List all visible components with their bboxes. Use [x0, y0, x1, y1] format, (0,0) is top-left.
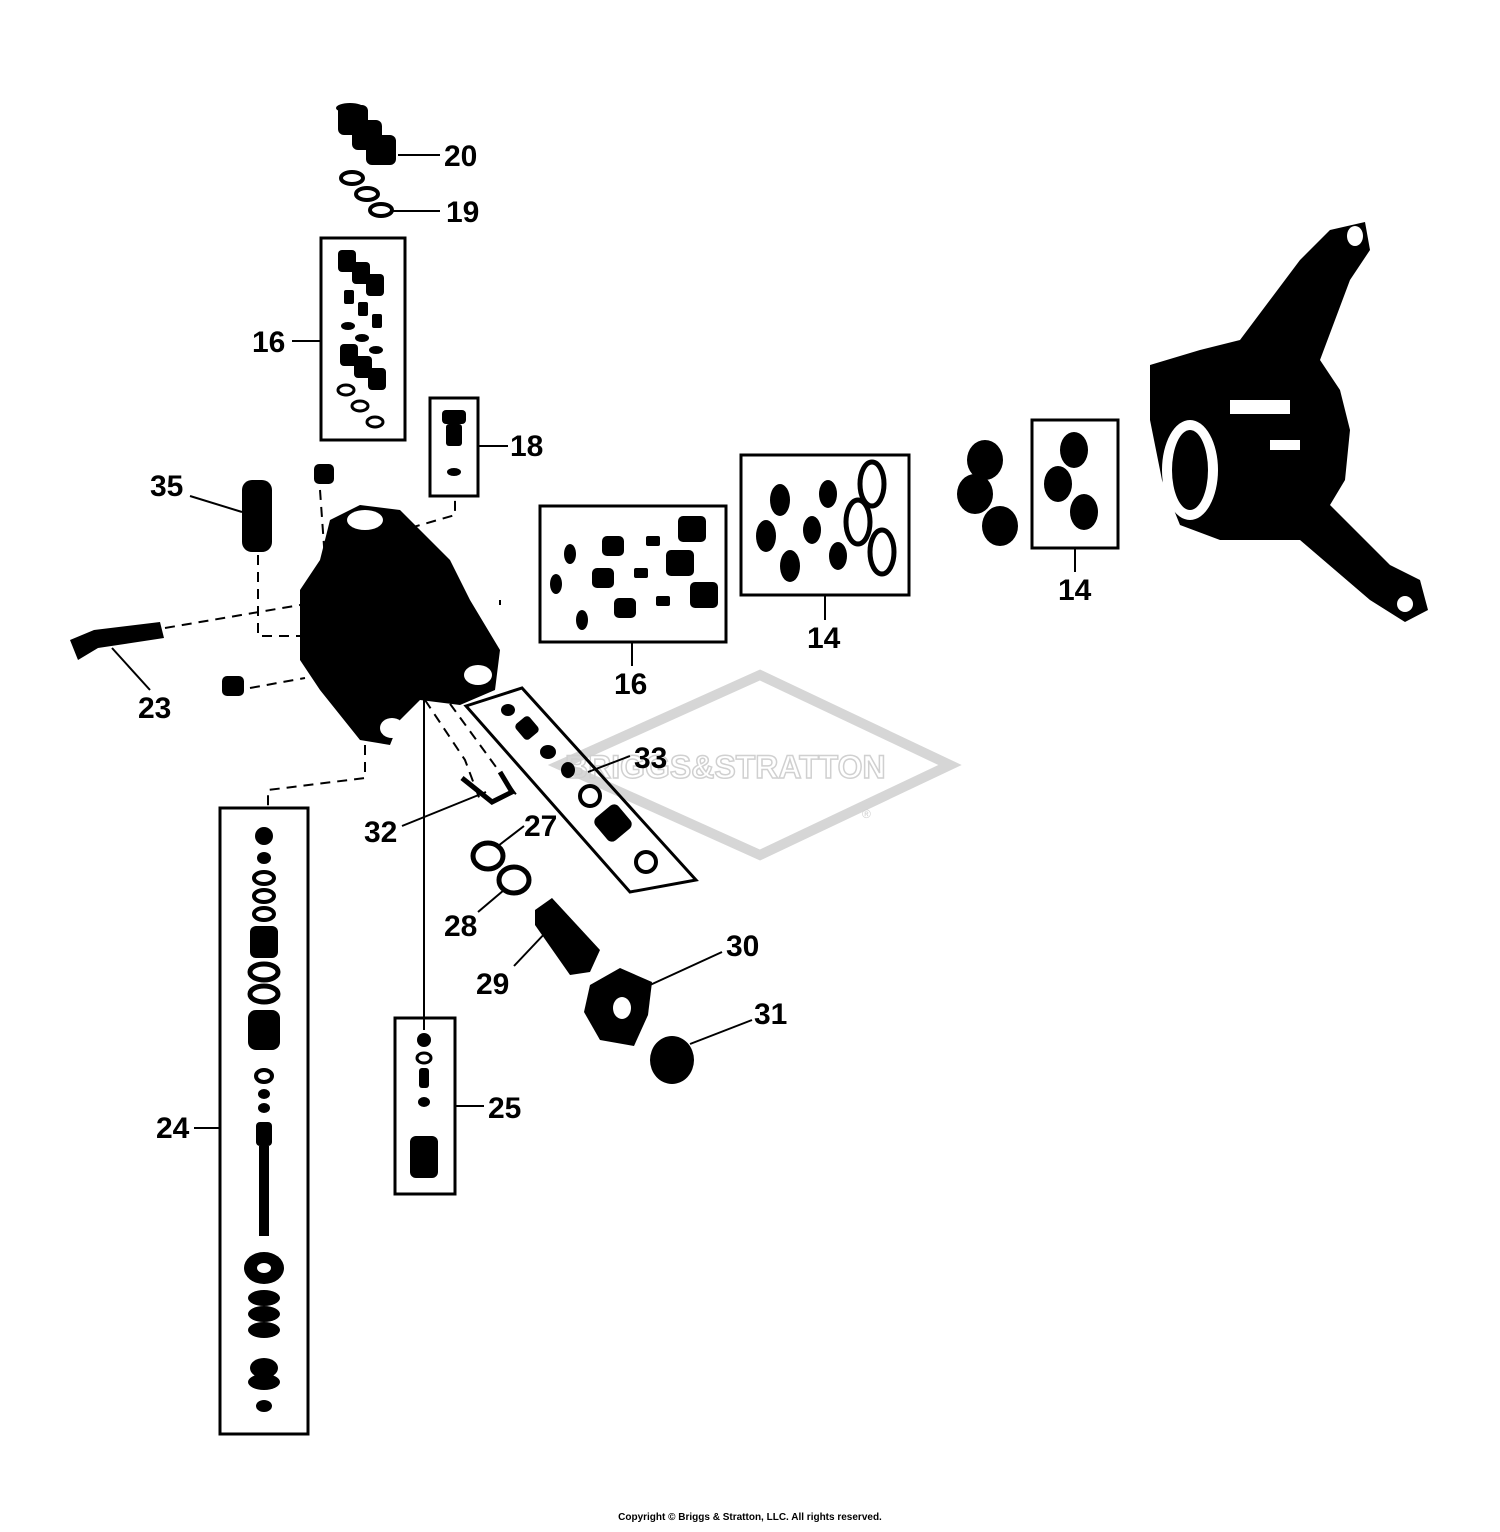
part-19-o-rings [339, 170, 394, 218]
pump-manifold-body [300, 505, 500, 745]
part-35-fitting [242, 480, 272, 552]
part-25-check-valve-kit [410, 1033, 438, 1178]
pump-housing [1150, 222, 1428, 622]
callout-25: 25 [488, 1092, 521, 1125]
part-18-unloader-valve [442, 410, 466, 476]
part-16-kit-box-upper [319, 236, 407, 442]
callout-16-middle: 16 [614, 668, 647, 701]
callout-31: 31 [754, 998, 787, 1031]
callout-18: 18 [510, 430, 543, 463]
callout-27: 27 [524, 810, 557, 843]
callout-32: 32 [364, 816, 397, 849]
watermark-registered-mark: ® [862, 807, 871, 821]
part-16-valve-kit-middle [550, 516, 718, 630]
callout-28: 28 [444, 910, 477, 943]
small-bushing-part [222, 676, 244, 696]
callout-19: 19 [446, 196, 479, 229]
part-14-seal-kit-left [756, 459, 897, 582]
part-32-hex-key [460, 770, 516, 805]
part-33-nozzle-kit [501, 704, 658, 874]
watermark-logo: BRIGGS&STRATTON ® [547, 669, 962, 861]
part-33-kit-panel [463, 686, 699, 894]
part-20-plugs [336, 103, 396, 165]
part-30-knob [584, 968, 652, 1046]
callout-29: 29 [476, 968, 509, 1001]
callout-20: 20 [444, 140, 477, 173]
part-23-bolt [70, 622, 164, 660]
callout-35: 35 [150, 470, 183, 503]
part-27-o-ring [470, 840, 506, 872]
part-14-seal-kit-right [1044, 432, 1098, 530]
part-24-kit-box [218, 806, 310, 1436]
part-31-cap [650, 1036, 694, 1084]
callout-16-upper: 16 [252, 326, 285, 359]
callout-14-right: 14 [1058, 574, 1092, 607]
callout-24: 24 [156, 1112, 190, 1145]
part-16-valve-kit-upper [336, 250, 386, 429]
part-29-nozzle-adapter [535, 898, 600, 975]
part-24-valve-stack [244, 827, 284, 1412]
small-cap-part [314, 464, 334, 484]
pistons-group [957, 440, 1018, 546]
callout-14-middle: 14 [807, 622, 841, 655]
part-28-o-ring [496, 864, 532, 896]
watermark-brand: BRIGGS&STRATTON [565, 749, 886, 785]
callout-33: 33 [634, 742, 667, 775]
callout-30: 30 [726, 930, 759, 963]
callout-23: 23 [138, 692, 171, 725]
copyright-notice: Copyright © Briggs & Stratton, LLC. All … [618, 1512, 882, 1523]
